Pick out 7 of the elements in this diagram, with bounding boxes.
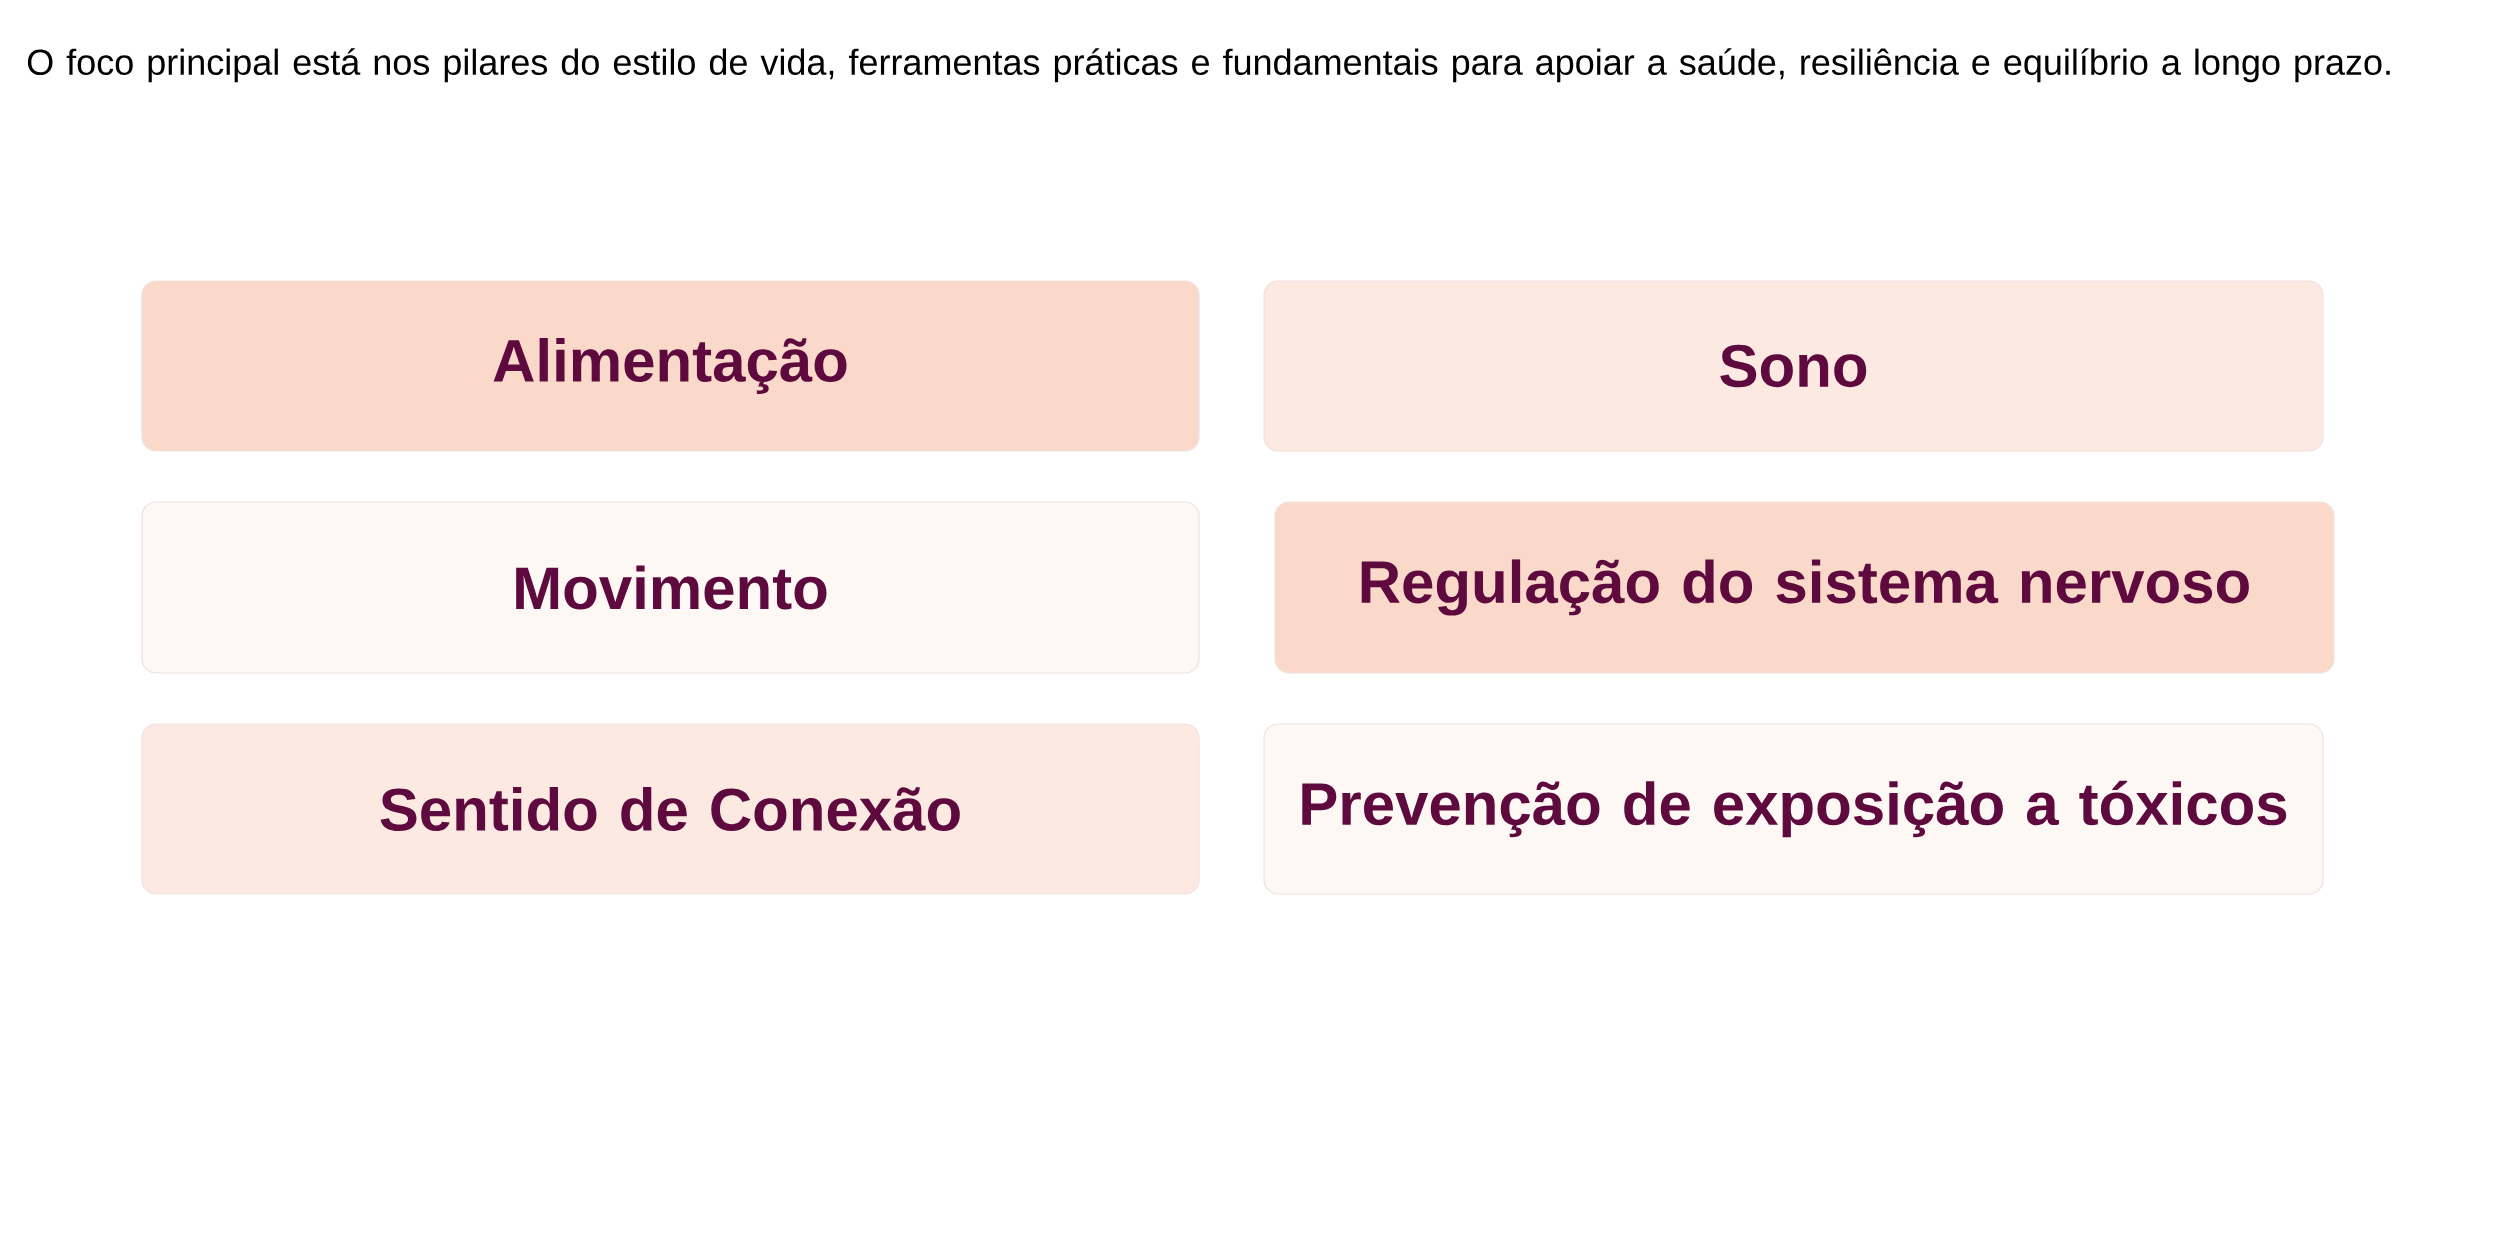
pillar-box: Sentido de Conexão <box>141 723 1200 895</box>
pillar-box: Prevenção de exposição a tóxicos <box>1263 723 2324 895</box>
intro-text: O foco principal está nos pilares do estilo de vida, ferramentas práticas e fundamentais para apoiar a saúde, resiliência e equilíbrio a longo prazo. <box>27 48 2390 83</box>
pillar-box: Alimentação <box>141 280 1200 452</box>
pillar-box: Regulação do sistema nervoso <box>1274 501 2335 674</box>
pillar-box: Movimento <box>141 501 1200 674</box>
pillar-box: Sono <box>1263 280 2324 452</box>
